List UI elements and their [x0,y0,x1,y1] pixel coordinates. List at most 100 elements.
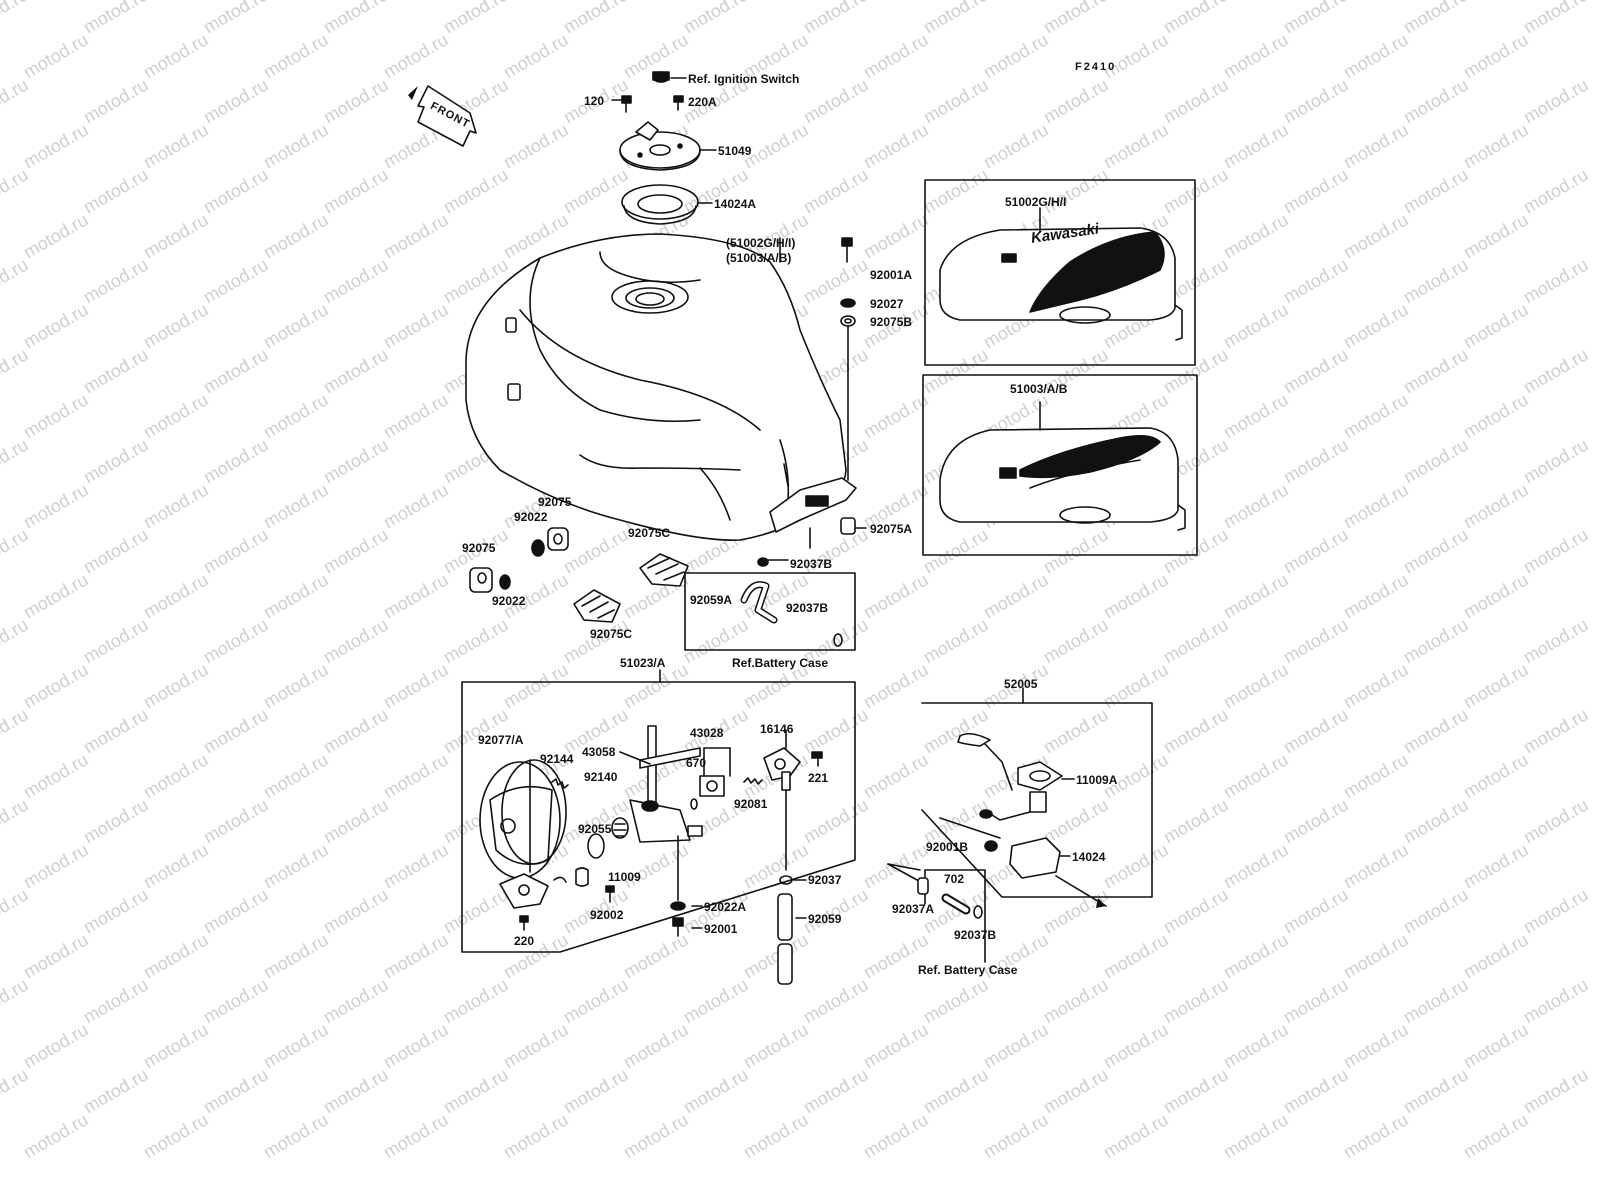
gasket-14024a-icon [621,184,699,225]
damper-92075-upper-icon [547,527,569,551]
label-ref-battery-2: Ref. Battery Case [918,963,1018,977]
clamp-92037b-3-icon [973,905,983,919]
label-43058: 43058 [582,745,616,759]
bolt-220a-icon [673,95,684,111]
label-51049: 51049 [718,144,752,158]
label-51023: 51023/A [620,656,666,670]
label-11009: 11009 [608,870,641,884]
leader-line [939,817,1001,839]
hose-92059-icon [777,893,793,985]
ref-battery-box-1 [684,572,856,651]
cover-92077-icon [479,759,567,879]
label-92075b: 92075B [870,315,913,329]
fuel-tank-icon [465,233,857,541]
label-92001: 92001 [704,922,738,936]
arrow-head-icon [1096,898,1106,908]
front-arrow-icon [408,85,477,147]
label-92059a: 92059A [690,593,733,607]
sensor-box [921,702,1153,898]
label-43028: 43028 [690,726,724,740]
label-221: 221 [808,771,829,785]
label-92022-upper: 92022 [514,510,548,524]
label-92022a: 92022A [704,900,747,914]
clamp-92037a-icon [917,877,929,895]
label-92144: 92144 [540,752,574,766]
filter-11009-icon [611,817,629,839]
label-92037b-1: 92037B [790,557,833,571]
sensor-11009a-icon [957,732,1063,821]
bolt-92001-icon [672,917,684,937]
label-120: 120 [584,94,605,108]
label-14024: 14024 [1072,850,1106,864]
label-52005: 52005 [1004,677,1038,691]
label-inset-51002: 51002G/H/I [1005,195,1067,209]
bracket-92075c-2-icon [573,589,621,623]
bolt-92001b-icon [984,840,998,852]
label-92022-lower: 92022 [492,594,526,608]
label-92081: 92081 [734,797,768,811]
cover-14024-icon [1009,837,1061,879]
ignition-switch-cap-icon [652,71,670,83]
plate-43028-icon [699,775,725,797]
label-inset-51003: 51003/A/B [1010,382,1068,396]
label-220a: 220A [688,95,717,109]
hose-702-icon [941,893,971,915]
inset-box-51002 [924,179,1196,366]
valve-body-icon [629,725,703,843]
label-92075-lower: 92075 [462,541,496,555]
collar-92022-lower-icon [499,574,511,590]
lever-43058-icon [619,751,651,765]
clamp-92037b-2-icon [833,633,843,647]
label-92075-upper: 92075 [538,495,572,509]
clamp-92037b-1-icon [757,557,769,567]
label-702: 702 [944,872,965,886]
label-92037b-2: 92037B [786,601,829,615]
ref-battery-box-2 [924,869,986,963]
label-11009a: 11009A [1076,773,1118,787]
label-92037a: 92037A [892,902,935,916]
label-92037: 92037 [808,873,842,887]
label-14024a: 14024A [714,197,757,211]
bolt-120-icon [621,95,632,113]
label-220: 220 [514,934,535,948]
label-92075a: 92075A [870,522,913,536]
clamp-92037-icon [779,875,793,885]
label-92077: 92077/A [478,733,524,747]
fitting-16146-icon [763,747,801,791]
seal-92002-icon [553,867,615,903]
damper-92075-lower-icon [469,567,493,593]
damper-92075a-icon [840,517,856,535]
label-92075c-2: 92075C [590,627,633,641]
label-16146: 16146 [760,722,794,736]
figure-code: F2410 [1075,61,1117,73]
label-ref-battery-1: Ref.Battery Case [732,656,829,670]
washer-92027-icon [840,298,856,308]
label-670: 670 [686,756,707,770]
label-92027: 92027 [870,297,904,311]
label-92075c-1: 92075C [628,526,671,540]
tank-variant-2-icon [939,427,1186,531]
inset-box-51003 [922,374,1198,556]
label-92037b-3: 92037B [954,928,997,942]
fuel-cock-box [461,681,856,953]
label-92055: 92055 [578,822,612,836]
label-ref-ignition: Ref. Ignition Switch [688,72,800,86]
damper-92075b-icon [840,315,856,327]
bracket-220-icon [499,873,549,931]
cap-plate-51049-icon [619,121,701,171]
washer-92022a-icon [670,901,686,911]
label-92059: 92059 [808,912,842,926]
label-92002: 92002 [590,908,624,922]
label-92140: 92140 [584,770,618,784]
hose-92059a-icon [740,581,778,624]
spring-92144-icon [551,778,569,789]
screw-221-icon [811,751,823,767]
spring-92081-icon [743,777,763,785]
tank-variant-1-icon [939,227,1183,341]
label-tank-b: (51003/A/B) [726,251,792,265]
leader-line [887,863,921,871]
label-tank-a: (51002G/H/I) [726,236,796,250]
label-92001a: 92001A [870,268,913,282]
